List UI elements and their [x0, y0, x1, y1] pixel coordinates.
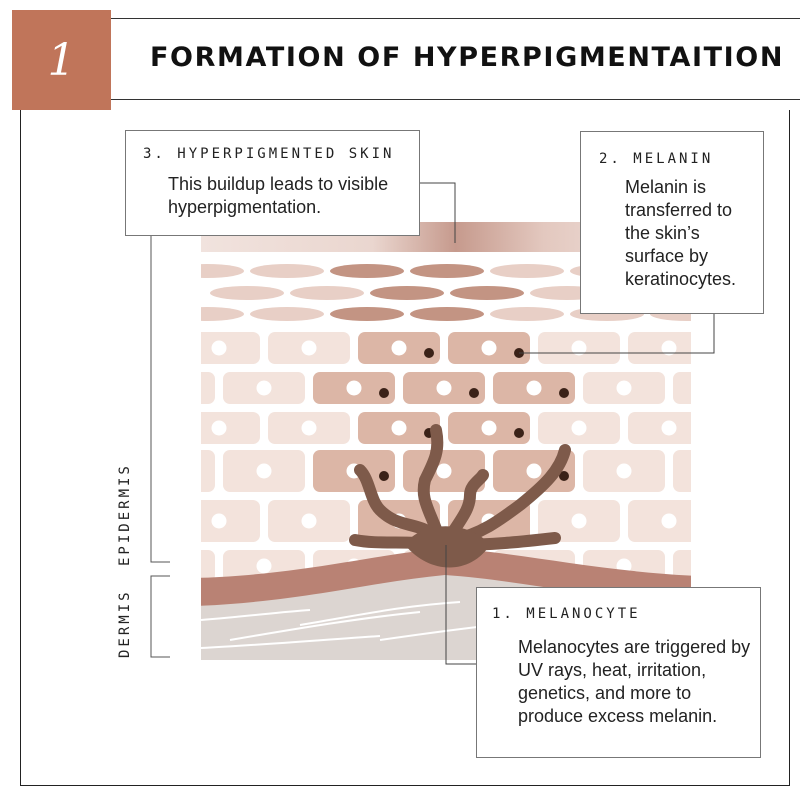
- cell-nucleus: [707, 381, 722, 396]
- dermis-label: DERMIS: [117, 589, 133, 658]
- cell-nucleus: [256, 558, 272, 574]
- cell-nucleus: [661, 420, 677, 436]
- cell-nucleus: [526, 463, 542, 479]
- cell-nucleus: [301, 340, 317, 356]
- skin-flake: [201, 264, 244, 278]
- cell-nucleus: [436, 463, 452, 479]
- page-title: FORMATION OF HYPERPIGMENTAITION: [150, 42, 785, 73]
- callout-text: Melanin is transferred to the skin’s sur…: [625, 177, 737, 289]
- melanin-granule: [379, 388, 389, 398]
- cell-nucleus: [301, 513, 317, 529]
- skin-flake: [490, 307, 564, 321]
- skin-flake: [250, 307, 324, 321]
- epidermis-label: EPIDERMIS: [117, 463, 133, 566]
- skin-flake: [330, 264, 404, 278]
- cell-nucleus: [167, 464, 182, 479]
- cell-nucleus: [752, 421, 767, 436]
- keratinocyte-cell: [628, 332, 691, 364]
- step-number: 1: [47, 34, 76, 86]
- callout-heading: 3. HYPERPIGMENTED SKIN: [143, 146, 395, 162]
- keratinocyte-cell: [673, 450, 691, 492]
- cell-nucleus: [707, 464, 722, 479]
- skin-flake: [490, 264, 564, 278]
- cell-nucleus: [616, 380, 632, 396]
- leader-lines: [420, 182, 715, 665]
- cell-nucleus: [571, 513, 587, 529]
- keratinocyte-cell: [201, 412, 260, 444]
- callout-text: Melanocytes are triggered by UV rays, he…: [518, 637, 751, 726]
- cell-nucleus: [707, 559, 722, 574]
- melanin-granule: [424, 348, 434, 358]
- melanocyte: [349, 424, 571, 568]
- callout-text: This buildup leads to visible hyperpigme…: [168, 174, 389, 217]
- cell-nucleus: [752, 514, 767, 529]
- melanin-granule: [559, 471, 569, 481]
- skin-flake: [450, 286, 524, 300]
- cell-nucleus: [481, 420, 497, 436]
- melanin-granule: [469, 388, 479, 398]
- keratinocyte-cell: [628, 412, 691, 444]
- skin-flake: [410, 264, 484, 278]
- cell-nucleus: [571, 420, 587, 436]
- content-frame: [20, 110, 790, 786]
- keratinocyte-cell: [718, 332, 800, 364]
- cell-nucleus: [481, 340, 497, 356]
- keratinocyte-cell: [201, 332, 260, 364]
- callout-hyperpigmented-skin: 3. HYPERPIGMENTED SKIN This buildup lead…: [125, 130, 420, 236]
- cell-nucleus: [661, 340, 677, 356]
- keratinocyte-cell: [201, 372, 215, 404]
- skin-flake: [250, 264, 324, 278]
- callout-melanin: 2. MELANIN Melanin is transferred to the…: [580, 131, 764, 314]
- cell-nucleus: [526, 380, 542, 396]
- layer-brackets: [150, 220, 170, 658]
- melanin-granule: [379, 471, 389, 481]
- cell-nucleus: [391, 340, 407, 356]
- keratinocyte-cell: [673, 550, 691, 582]
- cell-nucleus: [211, 340, 227, 356]
- title-bar: [111, 18, 800, 100]
- keratinocyte-cell: [201, 450, 215, 492]
- keratinocyte-cell: [673, 372, 691, 404]
- keratinocyte-cell: [628, 500, 691, 542]
- cell-nucleus: [211, 420, 227, 436]
- melanin-granule: [559, 388, 569, 398]
- skin-flake: [410, 307, 484, 321]
- cell-nucleus: [571, 340, 587, 356]
- cell-nucleus: [167, 559, 182, 574]
- cell-nucleus: [256, 463, 272, 479]
- melanin-granule: [514, 428, 524, 438]
- keratinocyte-cell: [201, 550, 215, 582]
- cell-nucleus: [211, 513, 227, 529]
- callout-heading: 2. MELANIN: [599, 151, 714, 167]
- cell-nucleus: [256, 380, 272, 396]
- cell-nucleus: [167, 381, 182, 396]
- callout-heading: 1. MELANOCYTE: [492, 606, 641, 622]
- cell-nucleus: [661, 513, 677, 529]
- cell-nucleus: [752, 341, 767, 356]
- keratinocyte-cell: [201, 500, 260, 542]
- callout-melanocyte: 1. MELANOCYTE Melanocytes are triggered …: [476, 587, 761, 758]
- skin-flake: [370, 286, 444, 300]
- cell-nucleus: [346, 380, 362, 396]
- keratinocyte-cell: [718, 412, 800, 444]
- skin-flake: [201, 307, 244, 321]
- skin-flake: [210, 286, 284, 300]
- cell-nucleus: [301, 420, 317, 436]
- keratinocyte-cell: [718, 500, 800, 542]
- cell-nucleus: [391, 420, 407, 436]
- skin-flake: [330, 307, 404, 321]
- cell-nucleus: [616, 463, 632, 479]
- step-number-badge: 1: [12, 10, 111, 110]
- cell-nucleus: [436, 380, 452, 396]
- skin-flake: [290, 286, 364, 300]
